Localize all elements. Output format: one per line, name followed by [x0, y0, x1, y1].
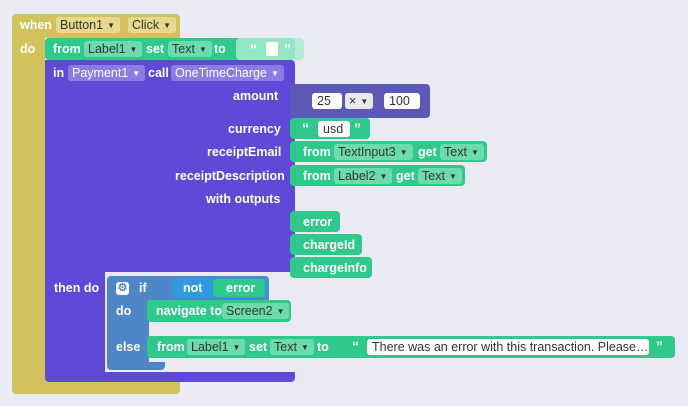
- when-keyword: when: [20, 18, 52, 32]
- gear-icon[interactable]: ⚙: [116, 282, 129, 295]
- event-dropdown-click[interactable]: Click▼: [128, 17, 177, 33]
- operator-dropdown-label: ×: [349, 94, 357, 108]
- operator-dropdown[interactable]: ×▼: [345, 93, 374, 109]
- property-dropdown-label: Text: [274, 340, 297, 354]
- property-dropdown-label: Text: [422, 169, 445, 183]
- open-quote-icon: “: [250, 41, 258, 57]
- screen-dropdown-screen2[interactable]: Screen2▼: [222, 303, 290, 319]
- property-dropdown-text[interactable]: Text▼: [270, 339, 314, 355]
- chevron-down-icon: ▼: [300, 343, 309, 352]
- empty-text-field[interactable]: [266, 42, 278, 56]
- property-dropdown-text[interactable]: Text▼: [440, 144, 484, 160]
- do-keyword: do: [116, 304, 132, 318]
- param-receipt-email-label: receiptEmail: [207, 145, 282, 159]
- component-dropdown-label1[interactable]: Label1▼: [84, 41, 143, 57]
- property-dropdown-text[interactable]: Text▼: [418, 168, 462, 184]
- component-dropdown-label2[interactable]: Label2▼: [334, 168, 393, 184]
- close-quote-icon: ”: [656, 338, 664, 354]
- from-keyword: from: [303, 145, 331, 159]
- chevron-down-icon: ▼: [448, 172, 457, 181]
- do-keyword: do: [20, 42, 36, 56]
- component-dropdown-label: Label2: [338, 169, 376, 183]
- component-dropdown-label: Payment1: [72, 66, 129, 80]
- component-dropdown-label: Label1: [191, 340, 229, 354]
- output-error-label: error: [303, 215, 333, 229]
- property-dropdown-label: Text: [172, 42, 195, 56]
- payment-onetimecharge-block[interactable]: [45, 60, 295, 382]
- property-dropdown-text[interactable]: Text▼: [168, 41, 212, 57]
- open-quote-icon: “: [352, 338, 360, 354]
- number-100-field[interactable]: 100: [384, 93, 420, 109]
- output-error-block[interactable]: [290, 211, 340, 232]
- chevron-down-icon: ▼: [107, 21, 116, 30]
- event-dropdown-label: Click: [132, 18, 160, 32]
- close-quote-icon: ”: [284, 41, 292, 57]
- output-chargeinfo-label: chargeInfo: [303, 261, 367, 275]
- open-quote-icon: “: [302, 120, 310, 136]
- method-dropdown-onetimecharge[interactable]: OneTimeCharge▼: [171, 65, 284, 81]
- get-error-label: error: [226, 281, 256, 295]
- component-dropdown-textinput3[interactable]: TextInput3▼: [334, 144, 413, 160]
- call-keyword: call: [148, 66, 169, 80]
- chevron-down-icon: ▼: [198, 45, 207, 54]
- method-dropdown-label: OneTimeCharge: [175, 66, 267, 80]
- output-chargeid-label: chargeId: [303, 238, 356, 252]
- to-keyword: to: [214, 42, 226, 56]
- output-chargeid-block[interactable]: [290, 234, 362, 255]
- number-25-field[interactable]: 25: [312, 93, 342, 109]
- property-dropdown-label: Text: [444, 145, 467, 159]
- chevron-down-icon: ▼: [379, 172, 388, 181]
- from-keyword: from: [157, 340, 185, 354]
- param-amount-label: amount: [233, 89, 279, 103]
- get-keyword: get: [418, 145, 437, 159]
- chevron-down-icon: ▼: [132, 69, 141, 78]
- error-message-field[interactable]: There was an error with this transaction…: [367, 339, 649, 355]
- chevron-down-icon: ▼: [163, 21, 172, 30]
- output-chargeinfo-block[interactable]: [290, 257, 372, 278]
- component-dropdown-label: Button1: [60, 18, 104, 32]
- chevron-down-icon: ▼: [470, 148, 479, 157]
- chevron-down-icon: ▼: [399, 148, 408, 157]
- not-keyword: not: [183, 281, 203, 295]
- screen-dropdown-label: Screen2: [226, 304, 273, 318]
- close-quote-icon: ”: [354, 120, 362, 136]
- get-keyword: get: [396, 169, 415, 183]
- else-keyword: else: [116, 340, 141, 354]
- param-receipt-description-label: receiptDescription: [175, 169, 285, 183]
- in-keyword: in: [53, 66, 65, 80]
- from-keyword: from: [303, 169, 331, 183]
- chevron-down-icon: ▼: [360, 97, 369, 106]
- component-dropdown-label: TextInput3: [338, 145, 396, 159]
- to-keyword: to: [317, 340, 329, 354]
- from-keyword: from: [53, 42, 81, 56]
- set-keyword: set: [249, 340, 268, 354]
- currency-text-field[interactable]: usd: [318, 121, 350, 137]
- chevron-down-icon: ▼: [276, 307, 285, 316]
- chevron-down-icon: ▼: [129, 45, 138, 54]
- component-dropdown-label: Label1: [88, 42, 126, 56]
- get-error-block[interactable]: [213, 279, 265, 297]
- navigate-to-label: navigate to: [156, 304, 222, 318]
- component-dropdown-payment1[interactable]: Payment1▼: [68, 65, 146, 81]
- then-do-label: then do: [54, 281, 100, 295]
- if-keyword: if: [139, 281, 147, 295]
- chevron-down-icon: ▼: [270, 69, 279, 78]
- set-keyword: set: [146, 42, 165, 56]
- param-currency-label: currency: [228, 122, 281, 136]
- component-dropdown-button1[interactable]: Button1▼: [56, 17, 121, 33]
- chevron-down-icon: ▼: [232, 343, 241, 352]
- component-dropdown-label1[interactable]: Label1▼: [187, 339, 246, 355]
- with-outputs-label: with outputs: [206, 192, 281, 206]
